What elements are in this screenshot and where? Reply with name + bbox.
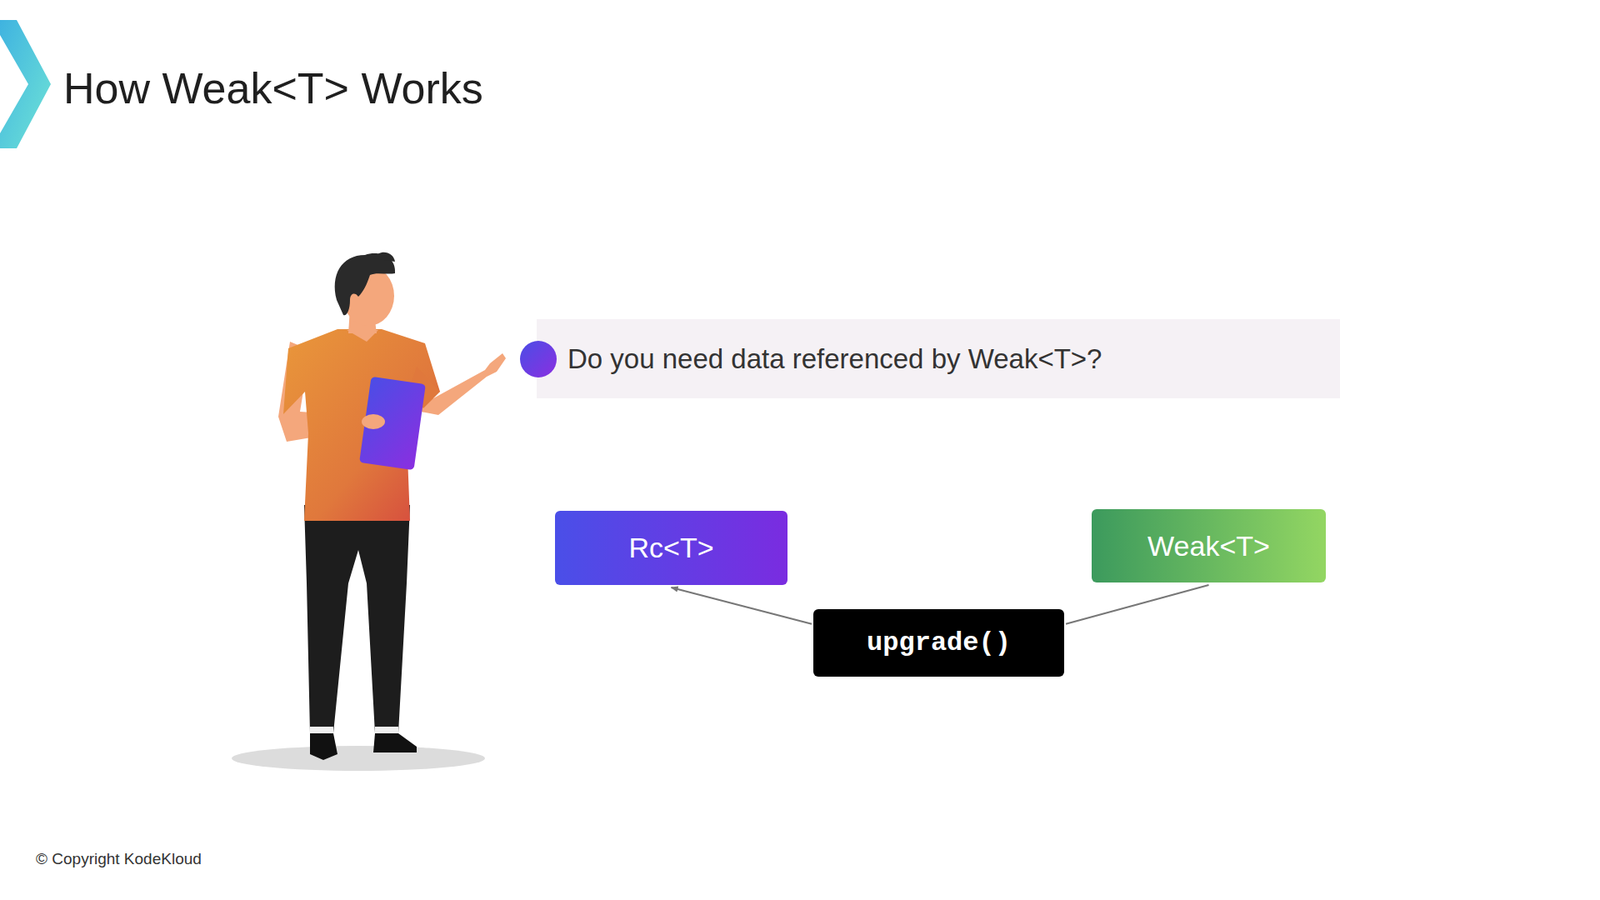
method-box: upgrade() [813, 609, 1065, 677]
node-text: Weak<T> [1147, 530, 1270, 563]
weak-box: Weak<T> [1091, 509, 1326, 583]
node-text: Do you need data referenced by Weak<T>? [567, 343, 1102, 375]
rc-box: Rc<T> [555, 510, 788, 585]
presenter-figure [231, 252, 506, 771]
node-text: Rc<T> [628, 531, 714, 565]
slide-title: How Weak<T> Works [63, 63, 484, 114]
title-chevron [0, 20, 51, 149]
copyright-note: © Copyright KodeKloud [35, 850, 202, 869]
node-text: upgrade() [866, 627, 1011, 659]
question-callout: Do you need data referenced by Weak<T>? [536, 319, 1340, 399]
connector-arrow [1065, 585, 1210, 625]
connector-arrow [671, 587, 813, 625]
bullet-dot [520, 340, 557, 378]
